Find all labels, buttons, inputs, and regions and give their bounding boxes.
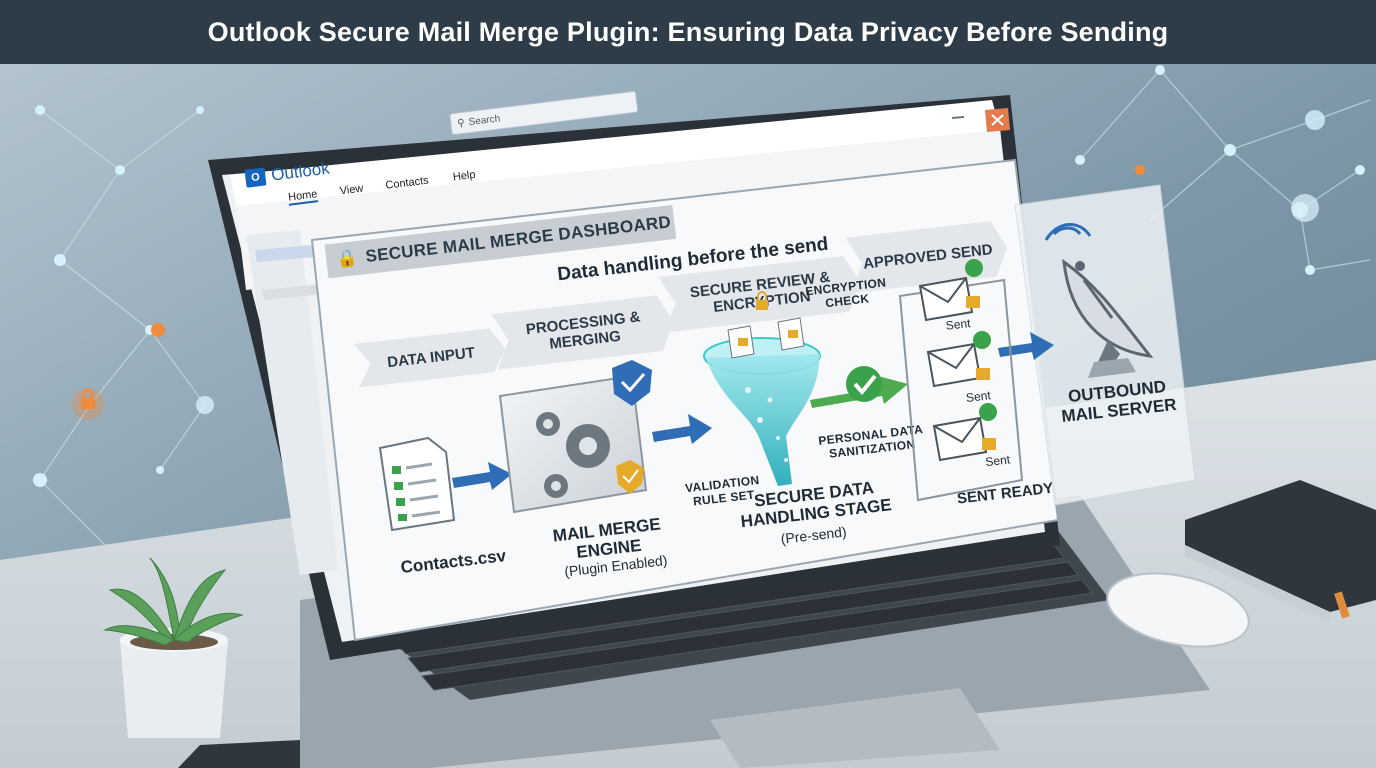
approval-check-icon: [846, 366, 882, 402]
csv-file-icon: [380, 438, 454, 530]
sent-envelope-icons: [920, 259, 997, 460]
secure-funnel-icon: [704, 292, 820, 486]
satellite-dish-icon: [1046, 224, 1150, 378]
mail-merge-engine-icon: [500, 360, 652, 512]
